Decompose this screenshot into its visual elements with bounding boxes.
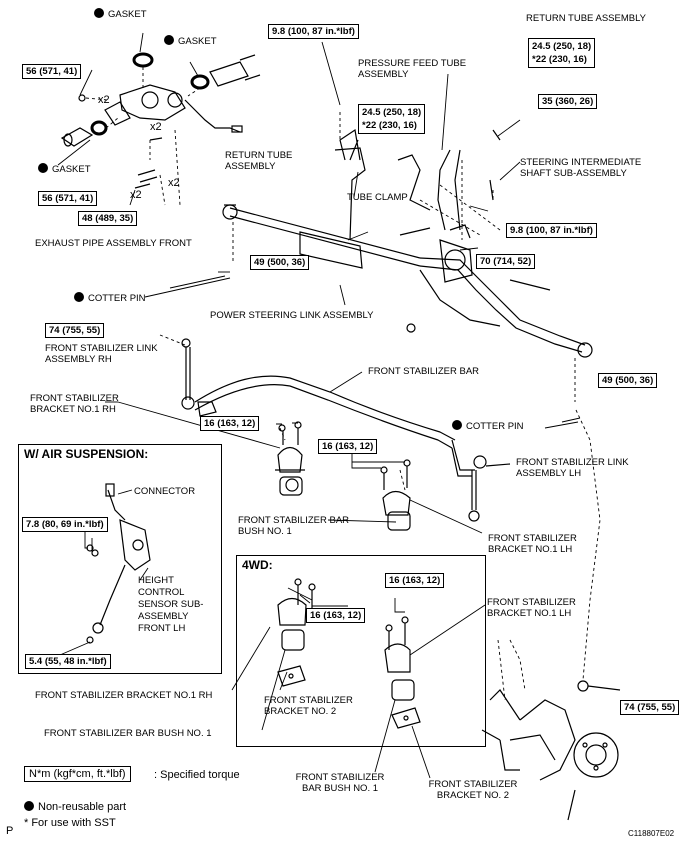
connector-label: CONNECTOR	[134, 486, 196, 497]
non-reusable-legend: Non-reusable part	[24, 801, 126, 813]
torque-t11: 74 (755, 55)	[45, 323, 105, 338]
torque-t3: 48 (489, 35)	[78, 211, 138, 226]
fwd-bush-right-label: FRONT STABILIZER BAR BUSH NO. 1	[295, 772, 385, 794]
torque-t1: 56 (571, 41)	[22, 64, 82, 79]
torque-t13: 16 (163, 12)	[200, 416, 260, 431]
steering-shaft-label: STEERING INTERMEDIATE SHAFT SUB-ASSEMBLY	[520, 157, 642, 179]
fwd-bracket2-right-label: FRONT STABILIZER BRACKET NO. 2	[428, 779, 518, 801]
non-reusable-bullet-icon	[164, 35, 174, 45]
air-suspension-title: W/ AIR SUSPENSION:	[24, 447, 149, 461]
height-sensor-label: HEIGHT CONTROL SENSOR SUB-ASSEMBLY FRONT…	[138, 575, 204, 634]
exhaust-pipe-drawing	[60, 52, 261, 189]
exhaust-pipe-label: EXHAUST PIPE ASSEMBLY FRONT	[35, 238, 192, 249]
return-tube-top-label: RETURN TUBE ASSEMBLY	[526, 13, 647, 24]
torque-t2: 56 (571, 41)	[38, 191, 98, 206]
torque-t9: 70 (714, 52)	[476, 254, 536, 269]
torque-t14: 16 (163, 12)	[318, 439, 378, 454]
qty-x2-b: x2	[150, 121, 162, 133]
steering-rack-drawing	[222, 128, 593, 358]
stab-link-lh-drawing	[468, 455, 511, 522]
torque-t19: 74 (755, 55)	[620, 700, 680, 715]
fwd-bush-left-label: FRONT STABILIZER BAR BUSH NO. 1	[44, 728, 212, 739]
stab-link-lh-label: FRONT STABILIZER LINK ASSEMBLY LH	[516, 457, 629, 479]
torque-t16: 5.4 (55, 48 in.*lbf)	[25, 654, 111, 669]
torque-t8: 9.8 (100, 87 in.*lbf)	[506, 223, 597, 238]
qty-x2-d: x2	[168, 177, 180, 189]
stab-bush-label: FRONT STABILIZER BAR BUSH NO. 1	[238, 515, 350, 537]
stab-bracket-lh-label: FRONT STABILIZER BRACKET NO.1 LH	[488, 533, 577, 555]
torque-t7: 35 (360, 26)	[538, 94, 598, 109]
non-reusable-bullet-icon	[24, 801, 34, 811]
torque-unit-legend: N*m (kgf*cm, ft.*lbf)	[24, 766, 131, 782]
non-reusable-bullet-icon	[38, 163, 48, 173]
stab-link-rh-label: FRONT STABILIZER LINK ASSEMBLY RH	[45, 343, 158, 365]
stab-bracket-rh-label: FRONT STABILIZER BRACKET NO.1 RH	[30, 393, 119, 415]
fwd-bracket-lh-label: FRONT STABILIZER BRACKET NO.1 LH	[487, 597, 576, 619]
torque-t18: 16 (163, 12)	[306, 608, 366, 623]
cotter-pin-left-label: COTTER PIN	[74, 292, 146, 304]
page-mark: P	[6, 825, 14, 837]
bracket-rh-drawing	[275, 421, 305, 496]
non-reusable-bullet-icon	[452, 420, 462, 430]
torque-t15: 7.8 (80, 69 in.*lbf)	[22, 517, 108, 532]
torque-t12: 49 (500, 36)	[598, 373, 658, 388]
gasket-label-mid: GASKET	[164, 35, 217, 47]
fwd-bracket2-left-label: FRONT STABILIZER BRACKET NO. 2	[264, 695, 353, 717]
qty-x2-c: x2	[130, 189, 142, 201]
torque-t10: 49 (500, 36)	[250, 255, 310, 270]
torque-t17: 16 (163, 12)	[385, 573, 445, 588]
sst-legend: * For use with SST	[24, 817, 116, 829]
fwd-title: 4WD:	[242, 558, 273, 572]
height-sensor-drawing	[86, 483, 151, 644]
tube-clamp-label: TUBE CLAMP	[347, 192, 408, 203]
pressure-feed-label: PRESSURE FEED TUBE ASSEMBLY	[358, 58, 467, 80]
torque-t6: 24.5 (250, 18)*22 (230, 16)	[358, 104, 426, 134]
non-reusable-bullet-icon	[94, 8, 104, 18]
torque-t5: 24.5 (250, 18)*22 (230, 16)	[528, 38, 596, 68]
torque-t4: 9.8 (100, 87 in.*lbf)	[268, 24, 359, 39]
knuckle-hub-drawing	[481, 680, 621, 821]
stab-link-rh-drawing	[181, 338, 195, 410]
non-reusable-bullet-icon	[74, 292, 84, 302]
qty-x2-a: x2	[98, 94, 110, 106]
stab-bar-label: FRONT STABILIZER BAR	[368, 366, 480, 377]
bracket-lh-drawing	[380, 459, 411, 531]
cotter-pin-right-label: COTTER PIN	[452, 420, 524, 432]
figure-id: C118807E02	[628, 829, 675, 838]
return-tube-mid-label: RETURN TUBE ASSEMBLY	[225, 150, 293, 172]
torque-desc: : Specified torque	[154, 769, 240, 781]
power-steering-link-label: POWER STEERING LINK ASSEMBLY	[210, 310, 374, 321]
gasket-label-left: GASKET	[38, 163, 91, 175]
gasket-label-top: GASKET	[94, 8, 147, 20]
fwd-box	[236, 555, 486, 747]
fwd-bracket-rh-label: FRONT STABILIZER BRACKET NO.1 RH	[35, 690, 213, 701]
air-suspension-box	[18, 444, 222, 674]
